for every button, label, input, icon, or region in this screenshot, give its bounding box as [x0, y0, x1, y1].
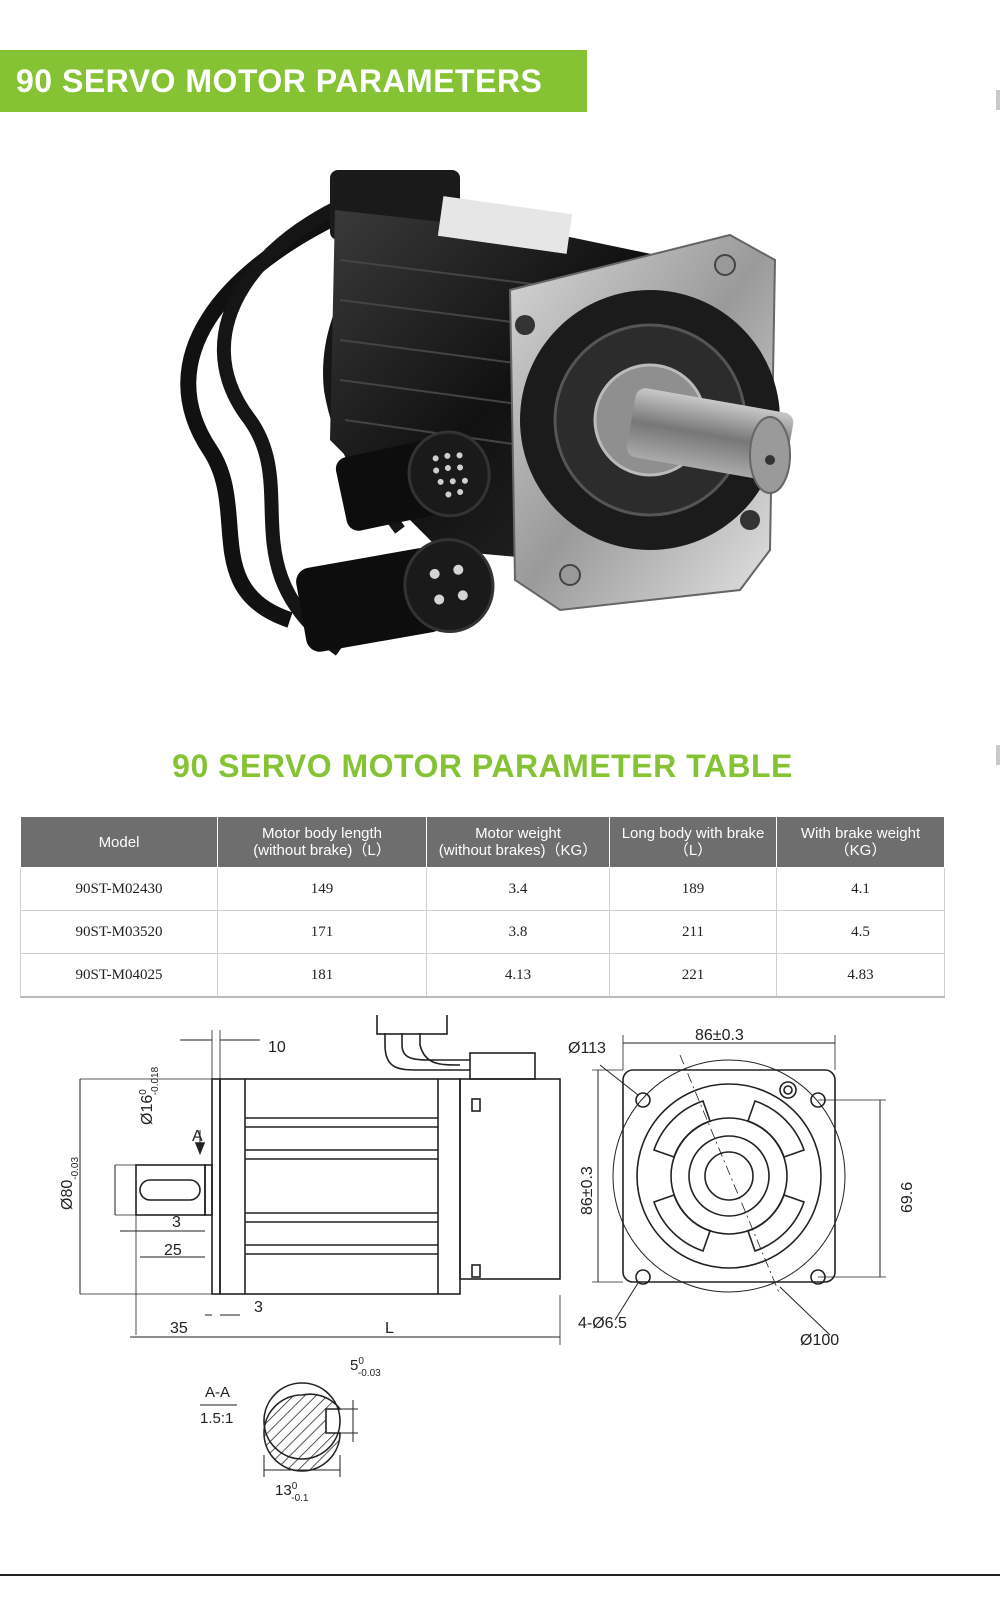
- dim-100: Ø100: [800, 1332, 839, 1349]
- parameter-table: Model Motor body length(without brake)（L…: [20, 816, 945, 998]
- divider: [0, 1574, 1000, 1576]
- dim-25: 25: [164, 1242, 182, 1259]
- cell-model: 90ST-M03520: [20, 910, 218, 954]
- column-header-weight: Motor weight(without brakes)（KG）: [426, 816, 610, 868]
- dim-86-horizontal: 86±0.3: [695, 1027, 744, 1044]
- side-view: [79, 1015, 561, 1345]
- front-view: [592, 1035, 886, 1336]
- cell-model: 90ST-M04025: [20, 953, 218, 998]
- table-row: 90ST-M03520 171 3.8 211 4.5: [20, 910, 945, 954]
- dim-pilot: Ø80-0.03: [59, 1157, 81, 1210]
- edge-mark: [996, 745, 1000, 765]
- section-label: A-A: [205, 1384, 230, 1401]
- cell-length: 149: [217, 867, 427, 911]
- cell-weight: 3.8: [426, 910, 610, 954]
- table-title: 90 SERVO MOTOR PARAMETER TABLE: [172, 748, 793, 784]
- table-row: 90ST-M02430 149 3.4 189 4.1: [20, 867, 945, 911]
- dim-length: L: [385, 1320, 394, 1337]
- cell-brake-weight: 4.1: [776, 867, 945, 911]
- cell-length: 171: [217, 910, 427, 954]
- table-row: 90ST-M04025 181 4.13 221 4.83: [20, 953, 945, 998]
- cell-brake-length: 211: [609, 910, 777, 954]
- cell-weight: 4.13: [426, 953, 610, 998]
- table-header-row: Model Motor body length(without brake)（L…: [20, 816, 945, 868]
- dimension-drawing: 10 Ø160-0.018 A Ø80-0.03 3 25 3 35 L: [59, 1015, 916, 1504]
- column-header-brake-length: Long body with brake（L）: [609, 816, 777, 868]
- dim-key-depth: 130-0.1: [275, 1481, 309, 1504]
- column-header-model: Model: [20, 816, 218, 868]
- section-mark-a: A: [192, 1128, 203, 1145]
- side-view-labels: 10 Ø160-0.018 A Ø80-0.03 3 25 3 35 L: [59, 1039, 394, 1337]
- dim-shaft: Ø160-0.018: [138, 1066, 161, 1125]
- edge-mark: [996, 90, 1000, 110]
- cell-brake-length: 221: [609, 953, 777, 998]
- dim-69-6: 69.6: [899, 1182, 916, 1213]
- cell-weight: 3.4: [426, 867, 610, 911]
- section-labels: 50-0.03 A-A 1.5:1 130-0.1: [200, 1356, 381, 1504]
- cell-brake-weight: 4.5: [776, 910, 945, 954]
- page-title: 90 SERVO MOTOR PARAMETERS: [0, 50, 587, 112]
- section-view: [200, 1382, 358, 1477]
- cell-length: 181: [217, 953, 427, 998]
- cell-brake-length: 189: [609, 867, 777, 911]
- cell-model: 90ST-M02430: [20, 867, 218, 911]
- dim-holes: 4-Ø6.5: [578, 1315, 627, 1332]
- dim-86-vertical: 86±0.3: [579, 1166, 596, 1215]
- column-header-length: Motor body length(without brake)（L）: [217, 816, 427, 868]
- dim-35: 35: [170, 1320, 188, 1337]
- column-header-brake-weight: With brake weight（KG）: [776, 816, 945, 868]
- dim-113: Ø113: [568, 1040, 606, 1057]
- dim-10: 10: [268, 1039, 286, 1056]
- section-scale: 1.5:1: [200, 1410, 233, 1427]
- dim-3b: 3: [254, 1299, 263, 1316]
- cell-brake-weight: 4.83: [776, 953, 945, 998]
- servo-motor-photo: [180, 170, 794, 656]
- dim-3a: 3: [172, 1214, 181, 1231]
- dim-key-width: 50-0.03: [350, 1356, 381, 1379]
- front-view-labels: Ø113 86±0.3 86±0.3 69.6 4-Ø6.5 Ø100: [568, 1027, 916, 1349]
